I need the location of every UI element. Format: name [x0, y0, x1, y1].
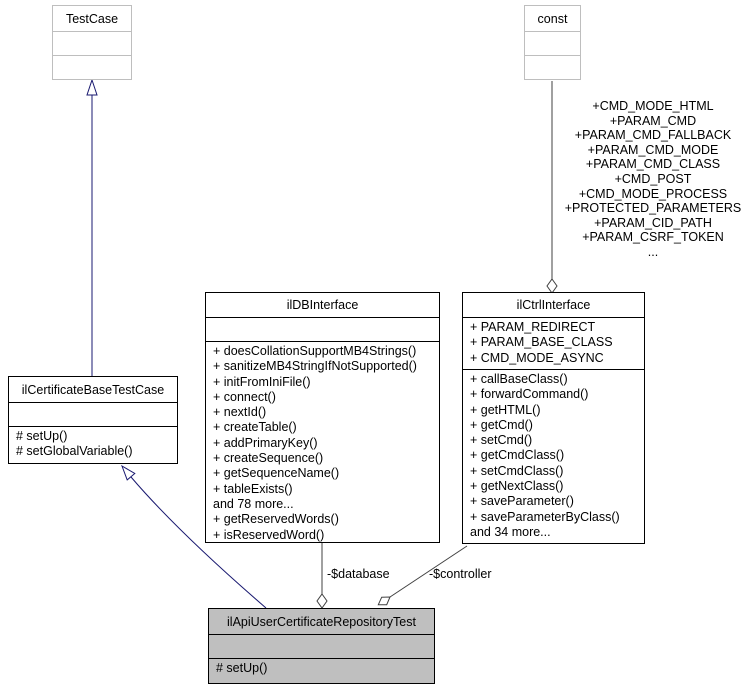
constant-label: +PARAM_CSRF_TOKEN: [582, 230, 724, 245]
attributes-compartment: [525, 31, 580, 55]
constant-label: +PARAM_CMD: [609, 113, 697, 128]
method-label: # setGlobalVariable(): [16, 444, 133, 459]
attribute-label: + PARAM_REDIRECT: [470, 320, 596, 334]
method-label: + getCmdClass(): [470, 448, 565, 463]
edge-label-controller: -$controller: [429, 567, 492, 581]
attribute-label: + CMD_MODE_ASYNC: [470, 350, 604, 365]
methods-compartment: [525, 55, 580, 79]
method-label: + nextId(): [213, 405, 267, 420]
class-title: ilApiUserCertificateRepositoryTest: [227, 614, 416, 629]
aggregation-diamond-controller: [377, 596, 391, 606]
constant-label: +CMD_POST: [614, 171, 692, 186]
class-node-ilcertificatebasetestcase[interactable]: ilCertificateBaseTestCase # setUp()# set…: [8, 376, 178, 464]
class-title: ilCtrlInterface: [516, 298, 591, 312]
inheritance-arrowhead-testcase: [86, 78, 98, 96]
method-label: # setUp(): [16, 429, 68, 443]
method-label: + createTable(): [213, 420, 297, 435]
method-label: + getNextClass(): [470, 479, 564, 494]
method-label: # setUp(): [216, 661, 268, 675]
methods-compartment: + callBaseClass()+ forwardCommand()+ get…: [463, 369, 644, 543]
edge-label-database: -$database: [327, 567, 390, 581]
class-title: ilDBInterface: [286, 298, 359, 312]
attributes-compartment: + PARAM_REDIRECT+ PARAM_BASE_CLASS+ CMD_…: [463, 317, 644, 369]
method-label: + isReservedWord(): [213, 527, 325, 542]
method-label: + createSequence(): [213, 451, 324, 466]
constant-label: +PARAM_CMD_FALLBACK: [574, 128, 732, 143]
method-label: + getReservedWords(): [213, 512, 339, 527]
method-label: + connect(): [213, 389, 276, 404]
class-node-const[interactable]: const: [524, 5, 581, 80]
method-label: + forwardCommand(): [470, 387, 589, 402]
method-label: and 78 more...: [213, 496, 294, 511]
method-label: + getSequenceName(): [213, 466, 340, 481]
method-label: + getHTML(): [470, 402, 541, 417]
methods-compartment: # setUp()# setGlobalVariable(): [9, 426, 177, 463]
class-node-ilctrlinterface[interactable]: ilCtrlInterface + PARAM_REDIRECT+ PARAM_…: [462, 292, 645, 544]
aggregation-diamond-const: [546, 278, 558, 294]
attributes-compartment: [206, 317, 439, 341]
constant-label: +PROTECTED_PARAMETERS: [564, 201, 742, 216]
methods-compartment: # setUp(): [209, 658, 434, 683]
constant-label: ...: [647, 244, 659, 259]
aggregation-edge-controller: [389, 545, 468, 598]
aggregation-diamond-database: [316, 593, 328, 609]
method-label: + doesCollationSupportMB4Strings(): [213, 344, 417, 358]
class-node-ildbinterface[interactable]: ilDBInterface + doesCollationSupportMB4S…: [205, 292, 440, 543]
method-label: + setCmdClass(): [470, 463, 564, 478]
class-node-testcase[interactable]: TestCase: [52, 5, 132, 80]
class-title: ilCertificateBaseTestCase: [21, 382, 165, 397]
methods-compartment: [53, 55, 131, 79]
attribute-label: + PARAM_BASE_CLASS: [470, 335, 613, 350]
inheritance-arrowhead-certbase: [121, 464, 136, 481]
constant-label: +PARAM_CMD_MODE: [587, 142, 719, 157]
attributes-compartment: [209, 634, 434, 658]
method-label: + callBaseClass(): [470, 372, 568, 386]
method-label: + tableExists(): [213, 481, 293, 496]
method-label: + getCmd(): [470, 417, 533, 432]
method-label: + initFromIniFile(): [213, 374, 311, 389]
method-label: + saveParameterByClass(): [470, 509, 620, 524]
methods-compartment: + doesCollationSupportMB4Strings()+ sani…: [206, 341, 439, 542]
constant-label: +PARAM_CMD_CLASS: [585, 157, 721, 172]
method-label: + setCmd(): [470, 433, 533, 448]
method-label: + sanitizeMB4StringIfNotSupported(): [213, 359, 417, 374]
class-node-ilapiusercertificaterepositorytest[interactable]: ilApiUserCertificateRepositoryTest # set…: [208, 608, 435, 684]
edge-label-const-constants: +CMD_MODE_HTML+PARAM_CMD+PARAM_CMD_FALLB…: [555, 99, 751, 260]
constant-label: +CMD_MODE_PROCESS: [578, 186, 728, 201]
class-title: const: [537, 11, 568, 26]
attributes-compartment: [9, 402, 177, 426]
constant-label: +CMD_MODE_HTML: [592, 99, 714, 113]
attributes-compartment: [53, 31, 131, 55]
inheritance-edge-certbase: [130, 476, 267, 609]
method-label: + addPrimaryKey(): [213, 435, 318, 450]
method-label: + saveParameter(): [470, 494, 574, 509]
constant-label: +PARAM_CID_PATH: [594, 215, 712, 230]
method-label: and 34 more...: [470, 524, 551, 539]
class-title: TestCase: [65, 11, 119, 26]
